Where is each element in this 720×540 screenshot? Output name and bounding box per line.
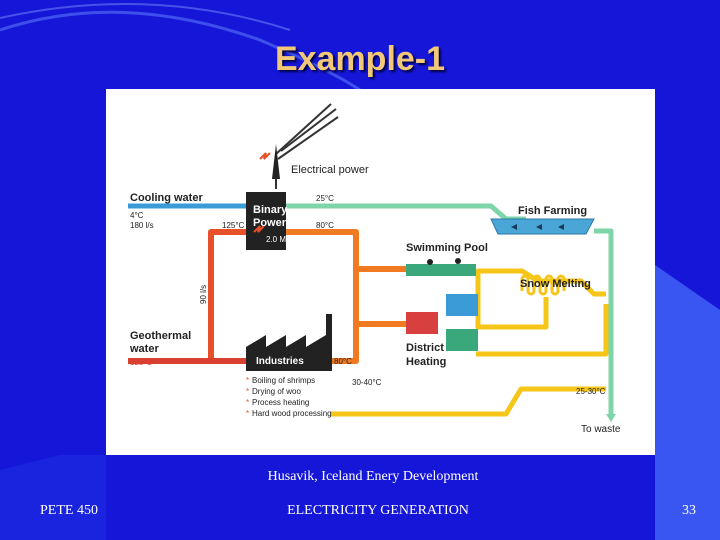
footer-topic: ELECTRICITY GENERATION <box>287 503 469 518</box>
page-number: 33 <box>682 503 696 518</box>
diagram-canvas: Electrical power Cooling water 4°C 180 l… <box>128 103 621 435</box>
cooling-flow-label: 180 l/s <box>130 221 154 230</box>
geothermal-diagram: Electrical power Cooling water 4°C 180 l… <box>106 89 655 455</box>
industry-uses-list: * Boiling of shrimps * Drying of woo * P… <box>246 376 332 418</box>
hot-pipe <box>128 229 246 364</box>
plant-output-label: 2.0 MW <box>266 235 294 244</box>
temp-125-label: 125°C <box>222 221 245 230</box>
temp-80a-label: 80°C <box>316 221 334 230</box>
snow-melting-icon <box>520 274 566 296</box>
plant-label-line1: Binary <box>253 204 288 216</box>
to-waste-label: To waste <box>581 424 621 435</box>
power-cable <box>275 103 339 189</box>
geothermal-label-line2: water <box>129 343 159 355</box>
industry-use-item: Process heating <box>252 398 309 407</box>
district-label-line1: District <box>406 342 444 354</box>
temp-2530-label: 25-30°C <box>576 387 606 396</box>
temp-3040-label: 30-40°C <box>352 378 382 387</box>
snow-melting-label: Snow Melting <box>520 278 591 290</box>
industry-use-item: Drying of woo <box>252 387 301 396</box>
district-heating-houses <box>406 294 478 351</box>
power-plant-icon <box>246 192 286 250</box>
bullet-icon: * <box>246 387 249 396</box>
slide-title: Example-1 <box>274 40 446 78</box>
geothermal-label-line1: Geothermal <box>130 330 191 342</box>
temp-25-label: 25°C <box>316 194 334 203</box>
district-label-line2: Heating <box>406 356 446 368</box>
bullet-icon: * <box>246 398 249 407</box>
industries-label: Industries <box>256 356 304 367</box>
medium-pipe <box>286 229 406 364</box>
industry-use-item: Hard wood processing <box>252 409 332 418</box>
electrical-power-label: Electrical power <box>291 164 369 176</box>
bullet-icon: * <box>246 376 249 385</box>
fish-farming-label: Fish Farming <box>518 205 587 217</box>
swimming-pool-icon <box>406 258 476 276</box>
figure-caption: Husavik, Iceland Enery Development <box>267 469 479 484</box>
swimming-pool-label: Swimming Pool <box>406 242 488 254</box>
bullet-icon: * <box>246 409 249 418</box>
electrical-tower-icon <box>259 144 280 179</box>
industry-use-item: Boiling of shrimps <box>252 376 315 385</box>
cooling-temp-label: 4°C <box>130 211 144 220</box>
to-waste-arrow <box>606 414 616 422</box>
cooling-water-label: Cooling water <box>130 192 203 204</box>
diagram-labels: Electrical power Cooling water 4°C 180 l… <box>129 164 621 435</box>
plant-label-line2: Power Plant <box>253 217 316 229</box>
flow-90-label: 90 l/s <box>199 285 208 304</box>
geothermal-temp-label: 125°C <box>130 358 153 367</box>
industries-icon <box>246 314 332 371</box>
fish-farming-icon <box>490 218 595 235</box>
footer-course: PETE 450 <box>40 503 98 518</box>
temp-80b-label: 80°C <box>334 357 352 366</box>
